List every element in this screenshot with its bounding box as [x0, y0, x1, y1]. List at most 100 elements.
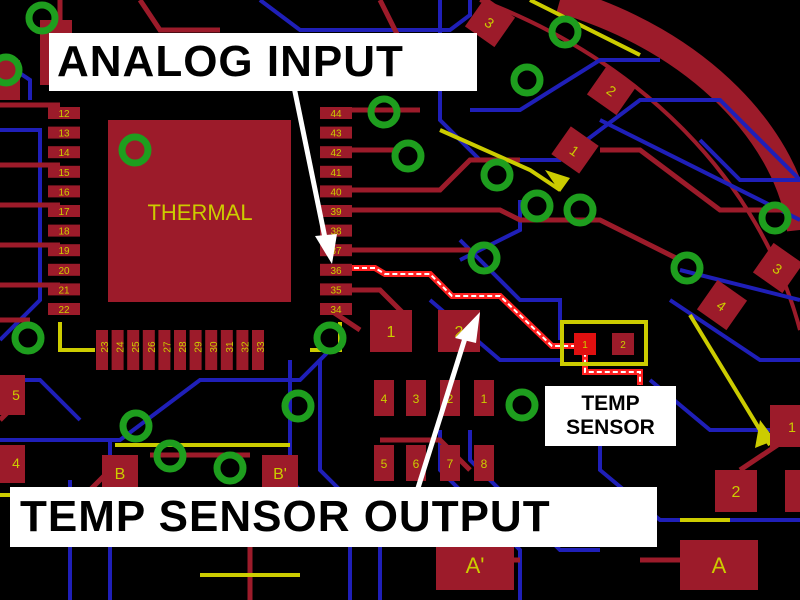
ic-bottom-pin-label: 27 [162, 341, 173, 353]
header-bottom-row: 5 6 7 8 [374, 445, 494, 481]
pad-right-2-label: 2 [732, 484, 741, 501]
ic-right-pin-label: 34 [330, 305, 342, 316]
highlight-trace-dash [322, 267, 641, 385]
via [281, 389, 315, 423]
ic-left-pin-label: 15 [58, 168, 70, 179]
callout-temp-sensor-line1: TEMP [581, 392, 640, 415]
via [505, 388, 539, 422]
pad-a-label: A [712, 553, 727, 578]
via [520, 189, 554, 223]
header-top-0: 4 [381, 392, 388, 406]
ic-bottom-pin-label: 32 [240, 341, 251, 353]
ic-left-pin-label: 19 [58, 246, 70, 257]
pad-a-prime-label: A' [466, 553, 485, 578]
ic-left-pin-label: 16 [58, 187, 70, 198]
callout-temp-sensor-line2: SENSOR [566, 416, 655, 439]
ic-right-pin [320, 263, 352, 276]
ic-bottom-pin [220, 330, 233, 370]
ic-left-pin-label: 17 [58, 207, 70, 218]
sensor-pad-1-label: 1 [582, 340, 588, 351]
ic-left-pin [48, 107, 80, 119]
ic-left-pin-label: 18 [58, 227, 70, 238]
via [548, 15, 582, 49]
ic-right-pin [320, 146, 352, 159]
via [213, 451, 247, 485]
pad-b-label: B [115, 466, 126, 483]
via [670, 251, 704, 285]
ic-right-pin-label: 35 [330, 285, 342, 296]
ic-left-pin-label: 14 [58, 148, 70, 159]
via [313, 321, 347, 355]
ic-right-pin-label: 40 [330, 187, 342, 198]
ic-left-pin-label: 13 [58, 129, 70, 140]
ic-bottom-pin [142, 330, 155, 370]
header-bottom-2: 7 [447, 457, 454, 471]
ic-right-pin [320, 185, 352, 198]
via [758, 201, 792, 235]
ic-bottom-pin-label: 28 [178, 341, 189, 353]
ic-left-pin [48, 205, 80, 217]
pad-1-label: 1 [387, 324, 396, 341]
thermal-ic: THERMAL [108, 120, 291, 302]
pad-right-1-label: 1 [788, 419, 796, 435]
ic-bottom-pin-label: 31 [225, 341, 236, 353]
via [510, 63, 544, 97]
ic-right-pin-label: 42 [330, 148, 342, 159]
vias [0, 1, 792, 485]
silk-arrow-1 [545, 170, 570, 192]
ic-bottom-pin-label: 25 [131, 341, 142, 353]
ic-pins: 1213141516171819202122444342414039383736… [48, 107, 352, 370]
ic-left-pin [48, 244, 80, 257]
header-top-row: 4 3 2 1 [374, 380, 494, 416]
via [153, 439, 187, 473]
ic-bottom-pin-label: 33 [256, 341, 267, 353]
pad-left-5-label: 5 [12, 387, 20, 403]
callout-temp-sensor-output: TEMP SENSOR OUTPUT [10, 487, 657, 547]
ic-bottom-pin-label: 29 [194, 341, 205, 353]
header-top-3: 1 [481, 392, 488, 406]
board-edge-trace [556, 0, 800, 232]
ic-right-pin-label: 36 [330, 266, 342, 277]
ic-right-pin-label: 43 [330, 129, 342, 140]
ic-left-pin [48, 165, 80, 178]
ic-right-pin-label: 37 [330, 246, 342, 257]
via [118, 133, 152, 167]
header-bottom-1: 6 [413, 457, 420, 471]
ic-left-pin [48, 126, 80, 139]
callout-arrows [290, 81, 480, 489]
via [0, 53, 23, 87]
ic-bottom-pin [127, 330, 140, 370]
ic-right-pin-label: 44 [330, 109, 342, 120]
ic-right-pin [320, 126, 352, 139]
via [563, 193, 597, 227]
callout-temp-sensor: TEMP SENSOR [545, 386, 676, 446]
ic-bottom-pin [111, 330, 124, 370]
ic-left-pin [48, 185, 80, 198]
ic-right-pin-label: 39 [330, 207, 342, 218]
via [391, 139, 425, 173]
ic-bottom-pin [252, 330, 264, 370]
ic-left-pin-label: 21 [58, 285, 70, 296]
ic-left-pin-label: 22 [58, 305, 70, 316]
ic-right-pin [320, 205, 352, 217]
ic-right-pin [320, 283, 352, 296]
via [367, 95, 401, 129]
ic-left-pin [48, 263, 80, 276]
ic-right-pin [320, 107, 352, 119]
ic-bottom-pin-label: 30 [209, 341, 220, 353]
ic-right-pin [320, 303, 352, 315]
via [11, 321, 45, 355]
ic-bottom-pin [174, 330, 186, 370]
ic-right-pin-label: 41 [330, 168, 342, 179]
ic-bottom-pin [189, 330, 202, 370]
via [467, 241, 501, 275]
ic-right-pin [320, 224, 352, 237]
ic-left-pin-label: 12 [58, 109, 70, 120]
pad-2-label: 2 [455, 324, 464, 341]
callout-analog-input: ANALOG INPUT [49, 33, 477, 91]
ic-left-pin [48, 283, 80, 296]
pad-left-4-label: 4 [12, 455, 20, 471]
ic-bottom-pin [236, 330, 249, 370]
via [25, 1, 59, 35]
header-top-2: 2 [447, 392, 454, 406]
